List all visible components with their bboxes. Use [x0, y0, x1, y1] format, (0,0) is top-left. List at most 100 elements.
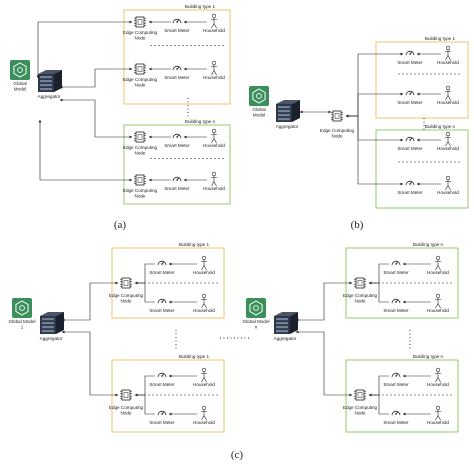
chip-body [121, 389, 131, 401]
gauge-arc [405, 136, 415, 142]
global-model-badge [10, 60, 30, 80]
aggregator-server: Aggregator [276, 100, 300, 129]
gauge-hub [161, 413, 163, 415]
person-head [435, 405, 441, 411]
person-body [445, 49, 451, 61]
smart-meter-gauge-icon [391, 298, 401, 304]
node-c1-aggregator-link [61, 281, 119, 322]
smart-meter-label: Smart Meter [397, 190, 423, 195]
gauge-arc [405, 50, 415, 56]
edge-node-chip-icon [120, 277, 132, 289]
person-head [201, 255, 207, 261]
server-drive-slot [42, 330, 54, 333]
household-label: Household [427, 420, 449, 425]
person-head [201, 293, 207, 299]
gauge-arc [157, 372, 167, 378]
chip-body [355, 277, 365, 289]
smart-meter-label: Smart Meter [149, 270, 175, 275]
smart-meter-gauge-icon [391, 260, 401, 266]
building-group-title: Building type 1 [185, 4, 216, 9]
node-c2-aggregator-link [61, 330, 119, 397]
model-core-icon [17, 67, 23, 73]
edge-node-chip-icon [120, 389, 132, 401]
edge-node-chip-icon [134, 63, 146, 75]
smart-meter-gauge-icon [157, 372, 167, 378]
server-drive-slot [276, 318, 288, 321]
household-label: Household [437, 190, 459, 195]
node-c1-aggregator-link [295, 281, 353, 322]
chip-body [355, 389, 365, 401]
gauge-hub [176, 68, 178, 70]
smart-meter-label: Smart Meter [397, 100, 423, 105]
person-body [211, 17, 217, 29]
chip-body [332, 110, 342, 122]
smart-meter-label: Smart Meter [164, 28, 190, 33]
chip-core [137, 66, 143, 72]
smart-meter-label: Smart Meter [383, 270, 409, 275]
global-model-label-line1: Global [252, 107, 265, 112]
household-label: Household [193, 308, 215, 313]
person-body [201, 371, 207, 383]
smart-meter-label: Smart Meter [164, 75, 190, 80]
household-label: Household [203, 186, 225, 191]
household-label: Household [427, 270, 449, 275]
global-model-label-line1: Global Model [8, 319, 35, 324]
smart-meter-gauge-icon [172, 176, 182, 182]
server-drive-slot [276, 330, 288, 333]
node-a4-aggregator-link [38, 119, 133, 182]
global-model-badge [12, 298, 32, 318]
household-person-icon [201, 405, 207, 421]
global-model-label-line2: Model [14, 86, 27, 91]
person-body [435, 297, 441, 309]
gauge-hub [409, 93, 411, 95]
building-group-border [375, 41, 469, 119]
person-head [445, 131, 451, 137]
gauge-arc [391, 298, 401, 304]
global-model-label-line2: n [255, 324, 258, 329]
edge-node-chip-icon [354, 389, 366, 401]
household-person-icon [445, 175, 451, 191]
server-drive-slot [40, 80, 52, 83]
meter-to-node-arrow [345, 114, 404, 186]
chip-core [357, 392, 363, 398]
server-drive-slot [276, 326, 288, 329]
server-drive-slot [278, 118, 290, 121]
household-label: Household [437, 146, 459, 151]
node-a2-aggregator-link [59, 67, 133, 89]
smart-meter-gauge-icon [157, 298, 167, 304]
aggregator-server: Aggregator [40, 312, 64, 341]
chip-core [334, 113, 340, 119]
chip-core [357, 280, 363, 286]
global-model-label-line2: Model [253, 112, 266, 117]
building-group-title: Building type n [413, 242, 444, 247]
edge-node-chip-icon [134, 174, 146, 186]
building-group-border [375, 129, 469, 209]
edge-node-label-line2: Node [355, 298, 366, 303]
gauge-hub [409, 53, 411, 55]
smart-meter-label: Smart Meter [383, 420, 409, 425]
server-drive-slot [42, 318, 54, 321]
smart-meter-gauge-icon [405, 180, 415, 186]
gauge-hub [395, 301, 397, 303]
server-drive-slot [42, 326, 54, 329]
aggregator-server: Aggregator [274, 312, 298, 341]
building-group-title: Building type 1 [425, 36, 456, 41]
meter-to-node-arrow [345, 114, 404, 142]
server-drive-slot [278, 114, 290, 117]
person-head [211, 128, 217, 134]
household-person-icon [435, 367, 441, 383]
edge-node-label-line2: Node [355, 410, 366, 415]
